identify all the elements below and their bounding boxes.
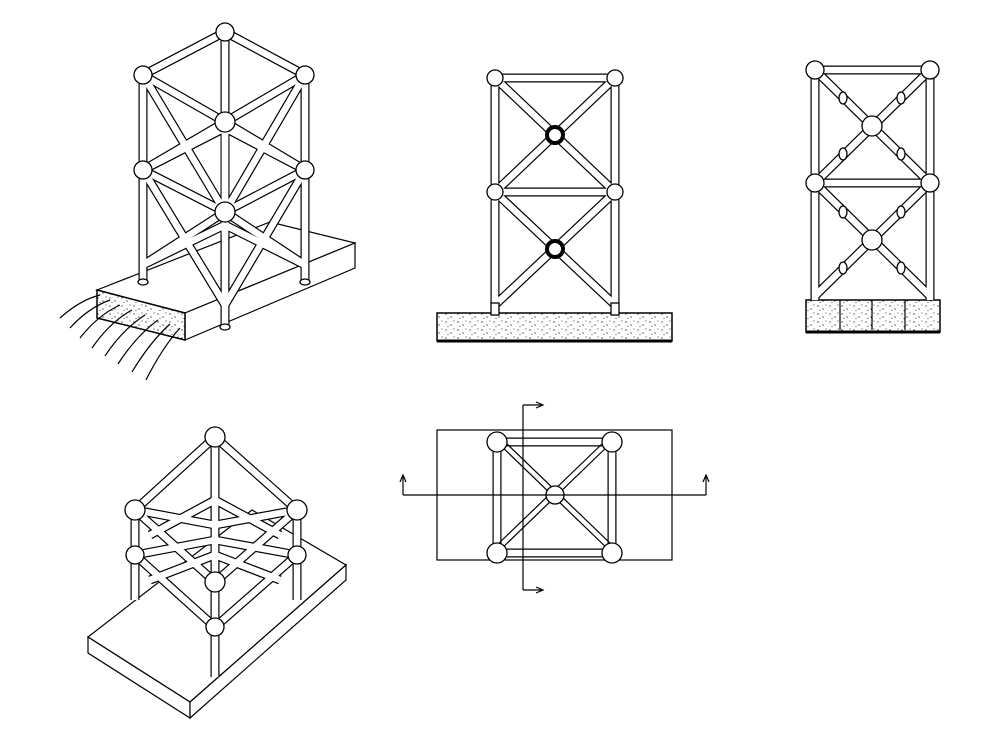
isometric-top-view (86, 426, 348, 720)
section-cut-lines (399, 401, 710, 594)
plan-view (399, 401, 710, 594)
isometric-tower-view (59, 22, 357, 381)
footing-section (436, 312, 673, 342)
footing-slab (59, 221, 357, 381)
front-elevation-view (436, 69, 673, 343)
joint-nodes (124, 426, 308, 637)
joint-nodes (486, 69, 624, 316)
footing-section (805, 299, 941, 333)
anchor-rebars (59, 294, 181, 381)
joint-nodes (486, 431, 623, 564)
joint-nodes (133, 22, 315, 331)
side-elevation-view (805, 60, 941, 334)
tower-members (133, 22, 315, 331)
joint-nodes (805, 60, 940, 275)
